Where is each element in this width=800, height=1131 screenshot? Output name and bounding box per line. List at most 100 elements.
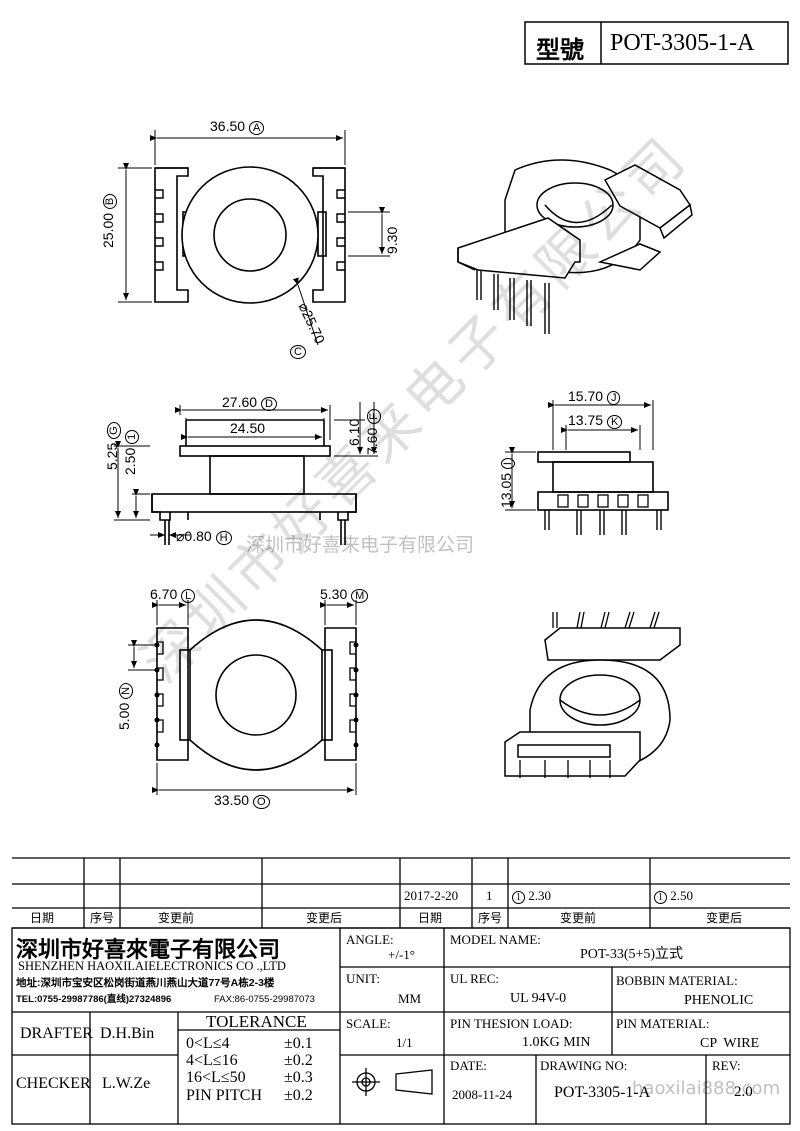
watermark-horizontal: 深圳市好喜来电子有限公司 xyxy=(246,534,475,556)
angle-value: +/-1° xyxy=(388,947,415,962)
watermark-footer: haoxilai888.com xyxy=(632,1078,781,1099)
projection-symbol xyxy=(352,1068,433,1096)
marker-n: N xyxy=(119,682,133,699)
bobbin-material-value: PHENOLIC xyxy=(684,993,754,1008)
drawing-no-label: DRAWING NO: xyxy=(540,1058,628,1073)
company-name-en: SHENZHEN HAOXILAIELECTRONICS CO .,LTD xyxy=(18,959,286,973)
ul-rec-label: UL REC: xyxy=(450,971,499,986)
rev-date: 2017-2-20 xyxy=(404,888,459,903)
rev-before-marker: 1 xyxy=(512,891,525,904)
company-name-cn: 深圳市好喜來電子有限公司 xyxy=(16,937,281,963)
front-view xyxy=(537,451,669,535)
dim-e: 24.50 xyxy=(230,420,266,436)
iso-view-1 xyxy=(457,159,693,334)
tol-range-1: 4<L≤16 xyxy=(186,1052,238,1069)
rev-label: REV: xyxy=(712,1058,741,1073)
checker-label: CHECKER xyxy=(16,1075,91,1092)
dim-f: 7.60 F xyxy=(364,409,381,455)
dim-g2: 2.50 1 xyxy=(122,429,139,475)
rev-header-no-1: 序号 xyxy=(90,911,115,925)
dim-a: 36.50 A xyxy=(210,118,265,135)
dim-j: 15.70 J xyxy=(568,388,621,405)
marker-m: M xyxy=(351,589,369,603)
dim-b: 25.00 B xyxy=(100,193,117,248)
marker-a: A xyxy=(248,121,265,135)
rev-value: 2.0 xyxy=(734,1084,753,1100)
model-name-value: POT-33(5+5)立式 xyxy=(580,947,684,962)
rev-header-no-2: 序号 xyxy=(478,911,503,925)
unit-value: MM xyxy=(398,991,422,1006)
rev-header-date-1: 日期 xyxy=(30,911,55,925)
tol-value-1: ±0.2 xyxy=(284,1052,313,1069)
model-box xyxy=(524,21,789,65)
checker-name: L.W.Ze xyxy=(102,1075,151,1092)
dim-d: 27.60 D xyxy=(222,394,277,411)
side-view xyxy=(151,419,357,545)
date-value: 2008-11-24 xyxy=(452,1087,513,1102)
ul-rec-value: UL 94V-0 xyxy=(510,991,567,1006)
marker-one: 1 xyxy=(125,429,139,444)
dim-k: 13.75 K xyxy=(568,412,623,429)
bobbin-material-label: BOBBIN MATERIAL: xyxy=(616,973,738,988)
unit-label: UNIT: xyxy=(346,971,381,986)
model-number: POT-3305-1-A xyxy=(610,30,755,56)
marker-g: G xyxy=(107,422,121,439)
pin-thesion-label: PIN THESION LOAD: xyxy=(450,1016,573,1031)
tol-value-0: ±0.1 xyxy=(284,1035,313,1052)
iso-view-2 xyxy=(504,611,681,778)
dim-c-right: 9.30 xyxy=(384,226,400,254)
company-address: 地址:深圳市宝安区松岗街道燕川燕山大道77号A栋2-3楼 xyxy=(16,977,275,989)
rev-before: 1 2.30 xyxy=(512,889,551,904)
scale-value: 1/1 xyxy=(396,1035,413,1050)
rev-header-after-1: 变更后 xyxy=(306,911,343,925)
rev-header-before-1: 变更前 xyxy=(158,911,195,925)
rev-after: 1 2.50 xyxy=(654,889,693,904)
marker-h: H xyxy=(215,531,232,545)
rev-header-before-2: 变更前 xyxy=(560,911,597,925)
marker-k: K xyxy=(606,415,623,429)
tol-range-3: PIN PITCH xyxy=(186,1087,263,1104)
tol-range-2: 16<L≤50 xyxy=(186,1069,246,1086)
rev-after-marker: 1 xyxy=(654,891,667,904)
dim-o: 33.50 O xyxy=(214,792,270,809)
rev-header-date-2: 日期 xyxy=(418,911,443,925)
drafter-name: D.H.Bin xyxy=(100,1025,155,1042)
drafter-label: DRAFTER xyxy=(20,1025,93,1042)
pin-material-label: PIN MATERIAL: xyxy=(616,1016,710,1031)
marker-o: O xyxy=(252,795,270,809)
marker-j: J xyxy=(606,391,621,405)
tol-value-3: ±0.2 xyxy=(284,1087,313,1104)
date-label: DATE: xyxy=(450,1058,487,1073)
dim-f2: 6.10 xyxy=(346,418,362,446)
marker-b: B xyxy=(103,193,117,210)
marker-i: I xyxy=(501,458,515,470)
dim-h: ⌀0.80 H xyxy=(176,528,232,545)
title-block-grid xyxy=(11,858,791,1125)
scale-label: SCALE: xyxy=(346,1016,391,1031)
top-view xyxy=(154,166,346,304)
pin-material-value: CP WIRE xyxy=(700,1036,760,1051)
rev-header-after-2: 变更后 xyxy=(706,911,743,925)
tol-range-0: 0<L≤4 xyxy=(186,1035,230,1052)
model-label: 型號 xyxy=(536,36,584,64)
pin-thesion-value: 1.0KG MIN xyxy=(522,1035,591,1050)
tolerance-title: TOLERANCE xyxy=(206,1012,307,1031)
dim-m: 5.30 M xyxy=(320,586,369,603)
dim-n: 5.00 N xyxy=(116,682,133,730)
marker-l: L xyxy=(181,589,196,603)
marker-d: D xyxy=(260,397,277,411)
dim-g: 5.25 G xyxy=(104,422,121,470)
marker-f: F xyxy=(367,409,381,424)
company-tel: TEL:0755-29987786(直线)27324896 xyxy=(16,994,172,1005)
angle-label: ANGLE: xyxy=(346,932,394,947)
model-name-label: MODEL NAME: xyxy=(450,932,541,947)
drawing-no-value: POT-3305-1-A xyxy=(554,1084,651,1101)
rev-no: 1 xyxy=(486,888,493,903)
bottom-view xyxy=(154,619,359,771)
tol-value-2: ±0.3 xyxy=(284,1069,313,1086)
dim-i: 13.05 I xyxy=(498,458,515,508)
company-fax: FAX:86-0755-29987073 xyxy=(214,994,315,1005)
marker-c: C xyxy=(290,342,306,359)
dim-l: 6.70 L xyxy=(150,586,196,603)
